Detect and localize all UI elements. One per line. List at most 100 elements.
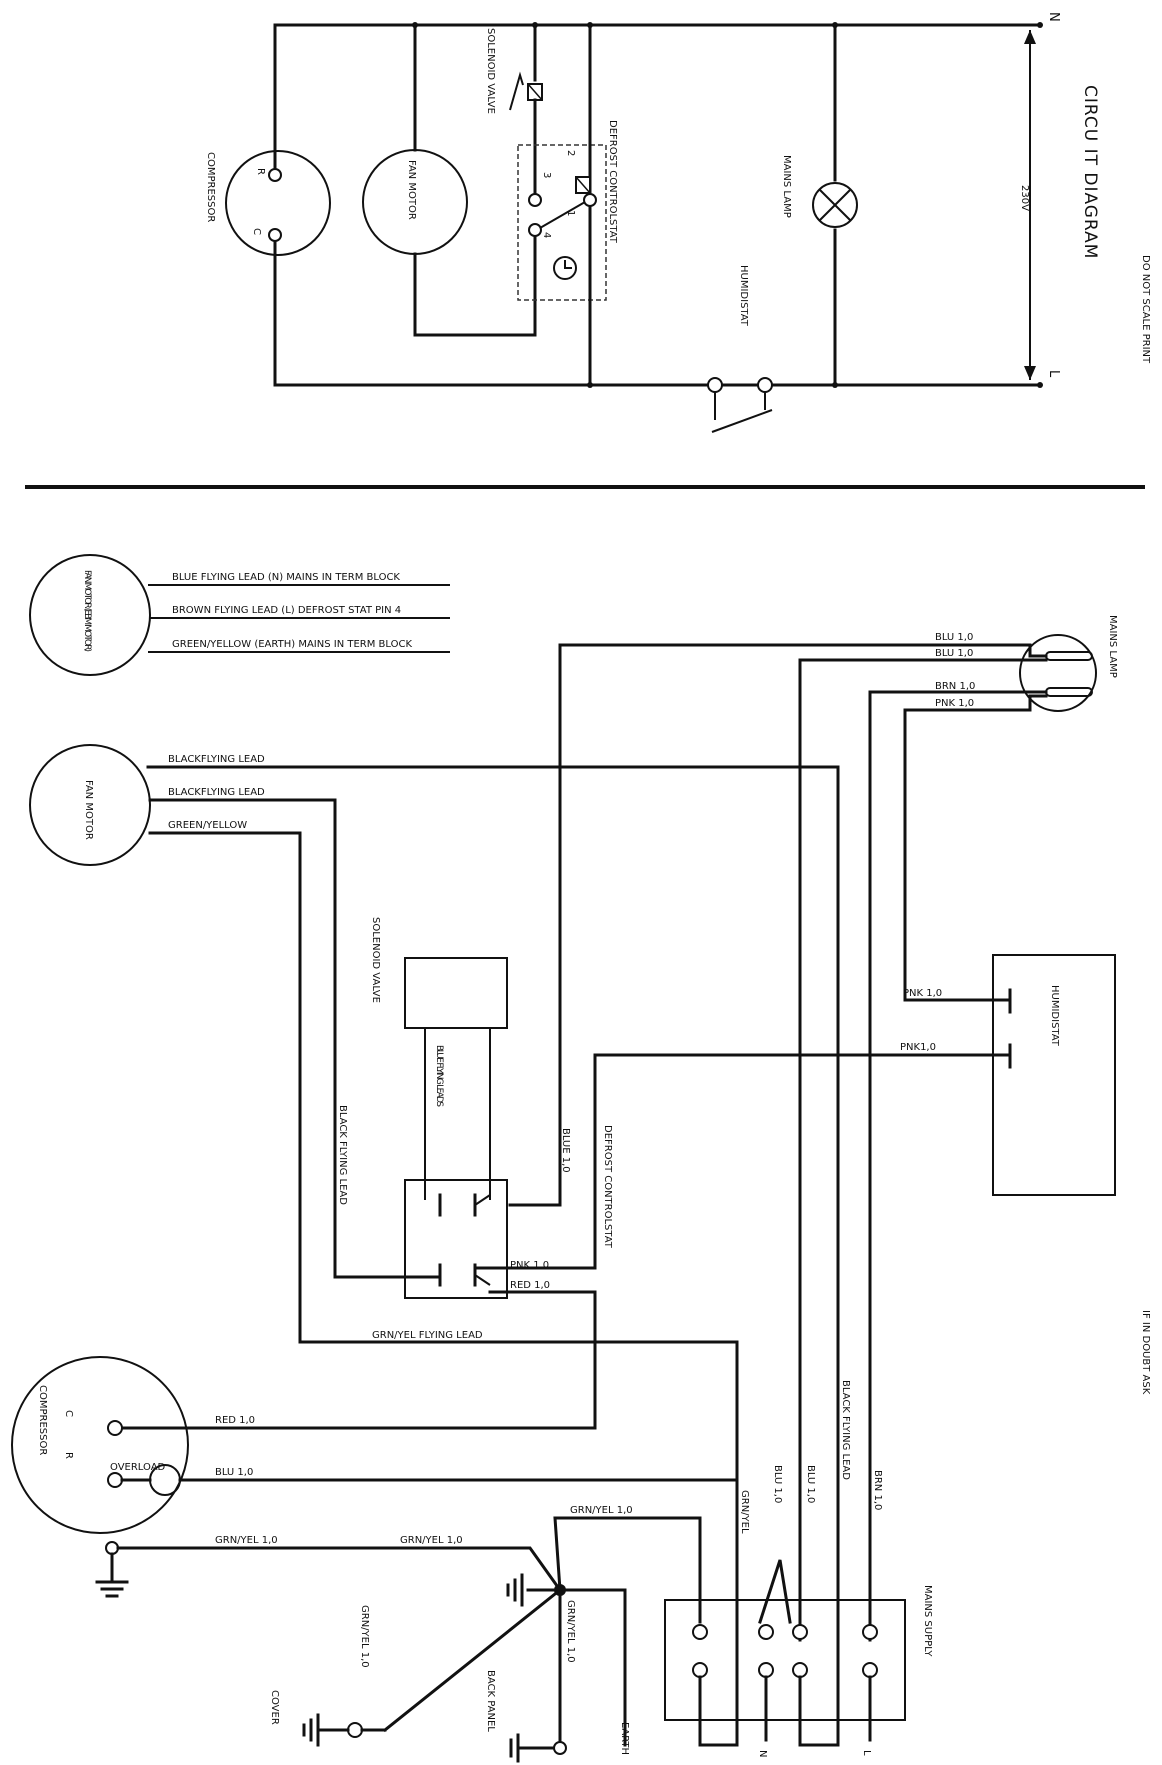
black-flying-lead-1 bbox=[146, 765, 840, 1747]
compressor-label: COMPRESSOR bbox=[205, 152, 216, 222]
grn-yel-flying-lead-label: GRN/YEL FLYING LEAD bbox=[372, 1330, 483, 1341]
humidistat-box bbox=[992, 954, 1116, 1196]
compressor-ground-icon bbox=[95, 1552, 129, 1598]
earth-down-wire bbox=[558, 1588, 627, 1747]
supply-link-wire bbox=[758, 1559, 792, 1624]
defrost-control-label: DEFROST CONTROLSTAT bbox=[607, 120, 618, 244]
blu-v-2-label: BLU 1,0 bbox=[805, 1465, 816, 1503]
compressor-wiring-label: COMPRESSOR bbox=[37, 1385, 48, 1455]
overload-label: OVERLOAD bbox=[110, 1462, 166, 1473]
pnk-1-0-label: PNK 1,0 bbox=[510, 1260, 549, 1271]
supply-l-label: L bbox=[861, 1750, 872, 1756]
supply-n-label: N bbox=[757, 1750, 768, 1757]
comp-blu-label: BLU 1,0 bbox=[215, 1467, 253, 1478]
comp-red-label: RED 1,0 bbox=[215, 1415, 255, 1426]
lamp-pnk-wire bbox=[903, 694, 1048, 1002]
comp-r-terminal bbox=[107, 1472, 123, 1488]
voltage-label: 230V bbox=[1019, 185, 1030, 211]
lamp-pnk-label: PNK 1,0 bbox=[935, 698, 974, 709]
compressor-earth-terminal bbox=[105, 1541, 119, 1555]
fan-motor-label: FAN MOTOR bbox=[406, 160, 417, 220]
doubt-note: IF IN DOUBT ASK bbox=[1140, 1310, 1151, 1395]
humidistat-wiring-label: HUMIDISTAT bbox=[1049, 985, 1060, 1047]
ebm-earth-lead-label: GREEN/YELLOW (EARTH) MAINS IN TERM BLOCK bbox=[172, 639, 412, 650]
back-panel-ground-icon bbox=[506, 1573, 524, 1607]
blu-v-1-label: BLU 1,0 bbox=[772, 1465, 783, 1503]
solenoid-valve-symbol bbox=[509, 71, 524, 111]
timer-icon bbox=[553, 256, 577, 280]
neutral-label: N bbox=[1046, 12, 1061, 22]
term-1-label: 1 bbox=[565, 210, 576, 216]
grn-yel-mid-label: GRN/YEL 1,0 bbox=[565, 1600, 576, 1663]
grn-yel-v-label: GRN/YEL bbox=[739, 1490, 750, 1534]
cover-earth-terminal bbox=[347, 1722, 363, 1738]
defrost-switch-blade bbox=[539, 201, 586, 229]
mains-supply-label: MAINS SUPPLY bbox=[922, 1585, 933, 1657]
comp-c-terminal bbox=[107, 1420, 123, 1436]
cover-label: COVER bbox=[269, 1690, 280, 1725]
black-flying-lead-v-label: BLACK FLYING LEAD bbox=[337, 1105, 348, 1205]
blue-flying-leads-label: BLUE FLYING LEADS bbox=[434, 1045, 444, 1107]
defrost-controlstat-wiring-label: DEFROST CONTROLSTAT bbox=[602, 1125, 613, 1249]
black-flying-lead-2 bbox=[148, 798, 442, 1279]
defrost-red-wire bbox=[113, 1290, 597, 1430]
schematic-junctions bbox=[412, 22, 1043, 388]
lamp-blu-1-label: BLU 1,0 bbox=[935, 632, 973, 643]
fan-earth-lead-label: GREEN/YELLOW bbox=[168, 820, 247, 831]
defrost-controlstat-box bbox=[517, 144, 607, 301]
solenoid-valve-wiring-label: SOLENOID VALVE bbox=[370, 917, 381, 1003]
schematic: R C COMPRESSOR FAN MOTOR SOLENOID VALVE … bbox=[205, 12, 1061, 433]
mains-lamp-label: MAINS LAMP bbox=[781, 155, 792, 218]
lamp-brn-label: BRN 1,0 bbox=[935, 681, 975, 692]
ebm-brown-lead-label: BROWN FLYING LEAD (L) DEFROST STAT PIN 4 bbox=[172, 605, 401, 616]
solenoid-valve-label: SOLENOID VALVE bbox=[485, 28, 496, 114]
scale-note: DO NOT SCALE PRINT bbox=[1140, 255, 1151, 364]
comp-c-label: C bbox=[63, 1410, 74, 1417]
back-panel-label: BACK PANEL bbox=[485, 1670, 496, 1732]
brn-v-label: BRN 1,0 bbox=[872, 1470, 883, 1510]
live-label: L bbox=[1046, 370, 1061, 378]
supply-terminals bbox=[692, 1624, 878, 1678]
cover-earth-wire bbox=[382, 1587, 563, 1733]
lamp-brn-wire bbox=[868, 690, 1048, 1642]
term-2-label: 2 bbox=[565, 150, 576, 156]
compressor-symbol bbox=[225, 150, 331, 256]
blue-1-0-label: BLUE 1,0 bbox=[560, 1128, 571, 1173]
term-4-label: 4 bbox=[541, 232, 552, 238]
earth-ground-icon bbox=[509, 1733, 555, 1763]
comp-grnyel-2-label: GRN/YEL 1,0 bbox=[400, 1535, 463, 1546]
humidistat-label: HUMIDISTAT bbox=[738, 265, 749, 327]
earth-label: EARTH bbox=[619, 1722, 630, 1755]
fan-earth-wire bbox=[148, 831, 739, 1747]
cover-ground-icon bbox=[302, 1713, 350, 1747]
lamp-blu-wire-2 bbox=[798, 658, 1048, 1642]
fan-black-lead-1-label: BLACKFLYING LEAD bbox=[168, 754, 265, 765]
grn-yel-left-label: GRN/YEL 1,0 bbox=[359, 1605, 370, 1668]
fan-motor-return-wire bbox=[413, 233, 537, 337]
mains-lamp-wiring-label: MAINS LAMP bbox=[1107, 615, 1118, 678]
defrost-controlstat-box-2 bbox=[404, 1179, 508, 1299]
earth-to-supply-wire bbox=[553, 1516, 702, 1624]
compressor-c-label: C bbox=[251, 228, 262, 235]
comp-r-label: R bbox=[63, 1452, 74, 1459]
lamp-blu-2-label: BLU 1,0 bbox=[935, 648, 973, 659]
fan-motor-label-2: FAN MOTOR bbox=[83, 780, 94, 840]
compressor-earth-wire bbox=[116, 1546, 563, 1593]
fan-motor-symbol-2 bbox=[29, 744, 151, 866]
supply-l-lead-b bbox=[798, 1675, 840, 1747]
compressor-r-label: R bbox=[255, 168, 266, 175]
term-3-label: 3 bbox=[541, 172, 552, 178]
compressor-wiring-symbol bbox=[11, 1356, 189, 1534]
page-title: CIRCU IT DIAGRAM bbox=[1080, 85, 1100, 259]
comp-grnyel-1-label: GRN/YEL 1,0 bbox=[215, 1535, 278, 1546]
black-flying-lead-v2-label: BLACK FLYING LEAD bbox=[840, 1380, 851, 1480]
grn-yel-top-label: GRN/YEL 1,0 bbox=[570, 1505, 633, 1516]
lamp-blu-wire-1 bbox=[508, 643, 1048, 1207]
supply-n-lead-a bbox=[698, 1675, 739, 1747]
fan-black-lead-2-label: BLACKFLYING LEAD bbox=[168, 787, 265, 798]
humidistat-pnk-wire bbox=[473, 1053, 1012, 1270]
ebm-fan-motor-symbol bbox=[29, 554, 151, 676]
ebm-blue-lead-label: BLUE FLYING LEAD (N) MAINS IN TERM BLOCK bbox=[172, 572, 400, 583]
hum-pnk-1-label: PNK 1,0 bbox=[903, 988, 942, 999]
